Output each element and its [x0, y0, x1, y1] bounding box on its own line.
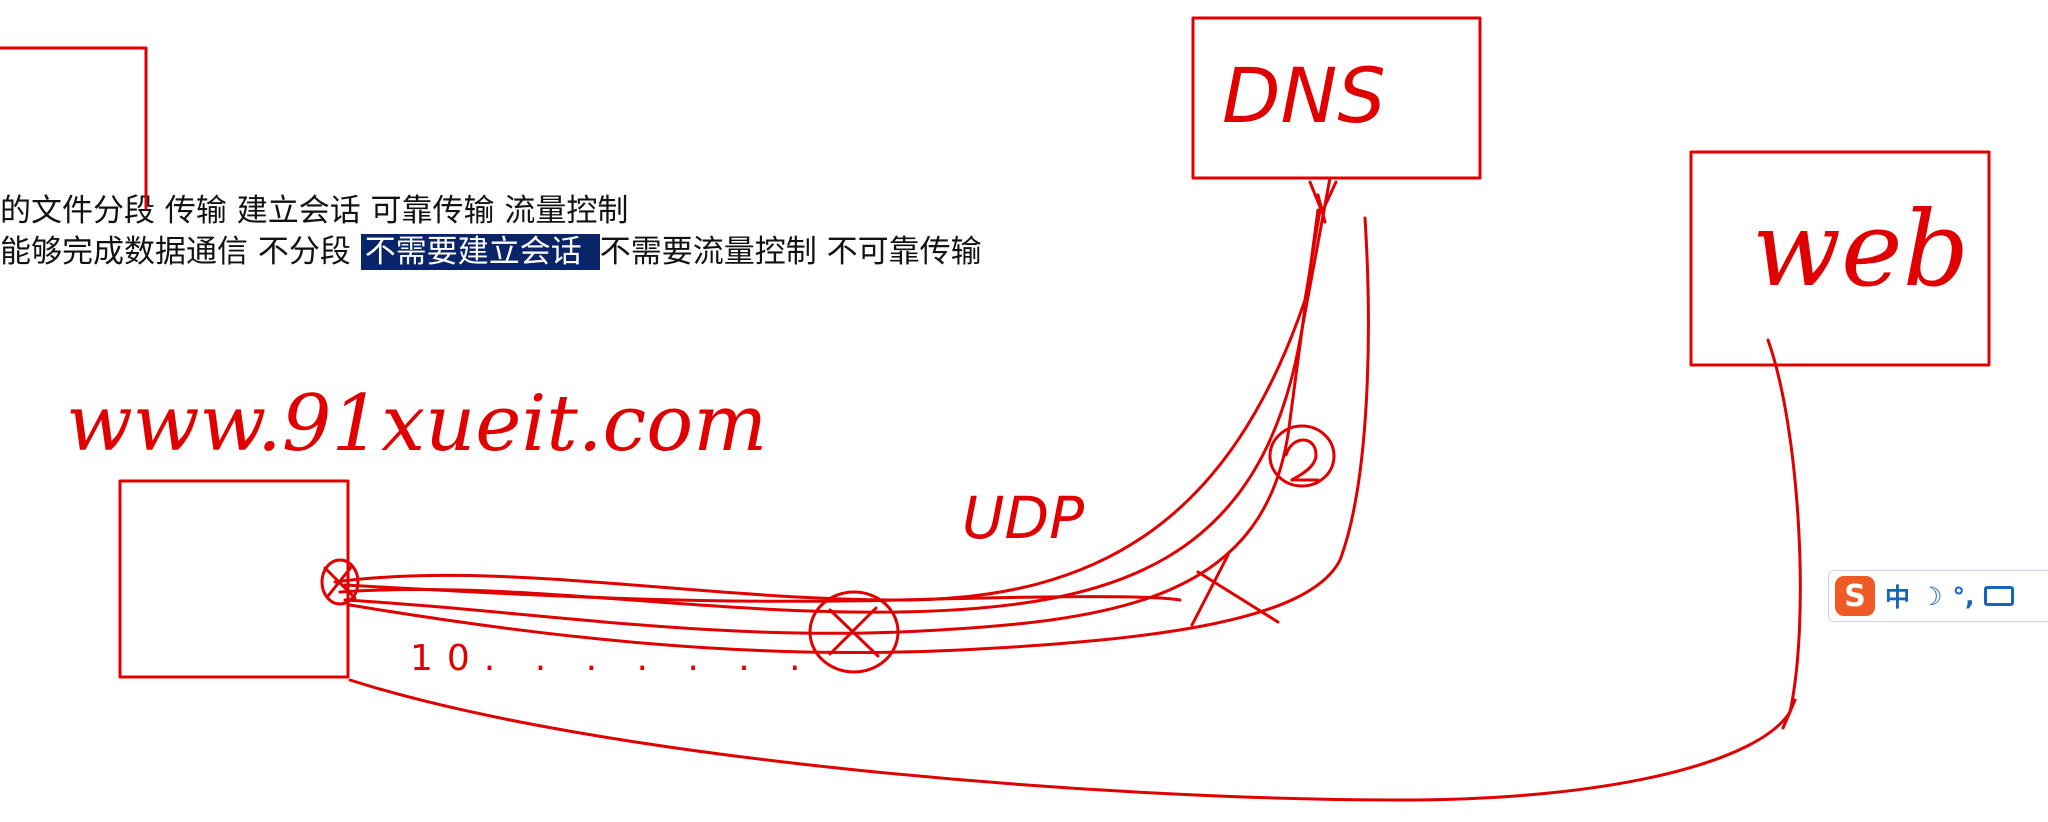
- fail-x: [1190, 553, 1280, 627]
- client-box: [118, 479, 350, 679]
- dns-box: [1191, 16, 1482, 180]
- udp-stroke-2: [338, 176, 1332, 614]
- text-line-1: 的文件分段 传输 建立会话 可靠传输 流量控制: [0, 193, 629, 229]
- selected-text[interactable]: 不需要建立会话: [360, 234, 600, 270]
- keyboard-icon[interactable]: [1984, 586, 2015, 606]
- send-scribble: [320, 558, 360, 606]
- text-plain: 能够完成数据通信 不分段: [0, 234, 361, 270]
- udp-stroke-4: [348, 216, 1370, 655]
- udp-label: UDP: [962, 484, 1084, 552]
- ime-mode-toggle[interactable]: 中: [1885, 583, 1911, 612]
- web-label: web: [1752, 188, 1969, 310]
- web-box: [1689, 150, 1991, 367]
- send-scribble-x: [323, 564, 357, 600]
- text-line-2: 能够完成数据通信 不分段 不需要建立会话不需要流量控制 不可靠传输: [0, 233, 982, 271]
- return-arrow: [1308, 180, 1338, 224]
- punctuation-toggle[interactable]: °,: [1952, 581, 1975, 611]
- lost-packet-x: [828, 606, 880, 658]
- ime-logo-icon[interactable]: S: [1835, 576, 1875, 616]
- dots-label: 10. . . . . . .: [410, 638, 815, 679]
- web-connection-up: [1766, 338, 1802, 714]
- web-tick: [1781, 698, 1797, 730]
- retry-mark: [1284, 438, 1320, 482]
- dns-label: DNS: [1222, 51, 1386, 140]
- moon-icon[interactable]: ☽: [1920, 581, 1943, 611]
- text-plain-after: 不需要流量控制 不可靠传输: [599, 234, 982, 270]
- partial-box: [0, 46, 148, 210]
- web-connection: [348, 678, 1792, 802]
- url-label: www.91xueit.com: [66, 379, 767, 469]
- lost-packet-circle: [808, 590, 900, 674]
- ime-toolbar[interactable]: S 中 ☽ °,: [1828, 570, 2048, 622]
- udp-stroke-3: [343, 208, 1320, 635]
- retry-circle: [1268, 424, 1336, 488]
- udp-stroke-5: [343, 583, 1182, 603]
